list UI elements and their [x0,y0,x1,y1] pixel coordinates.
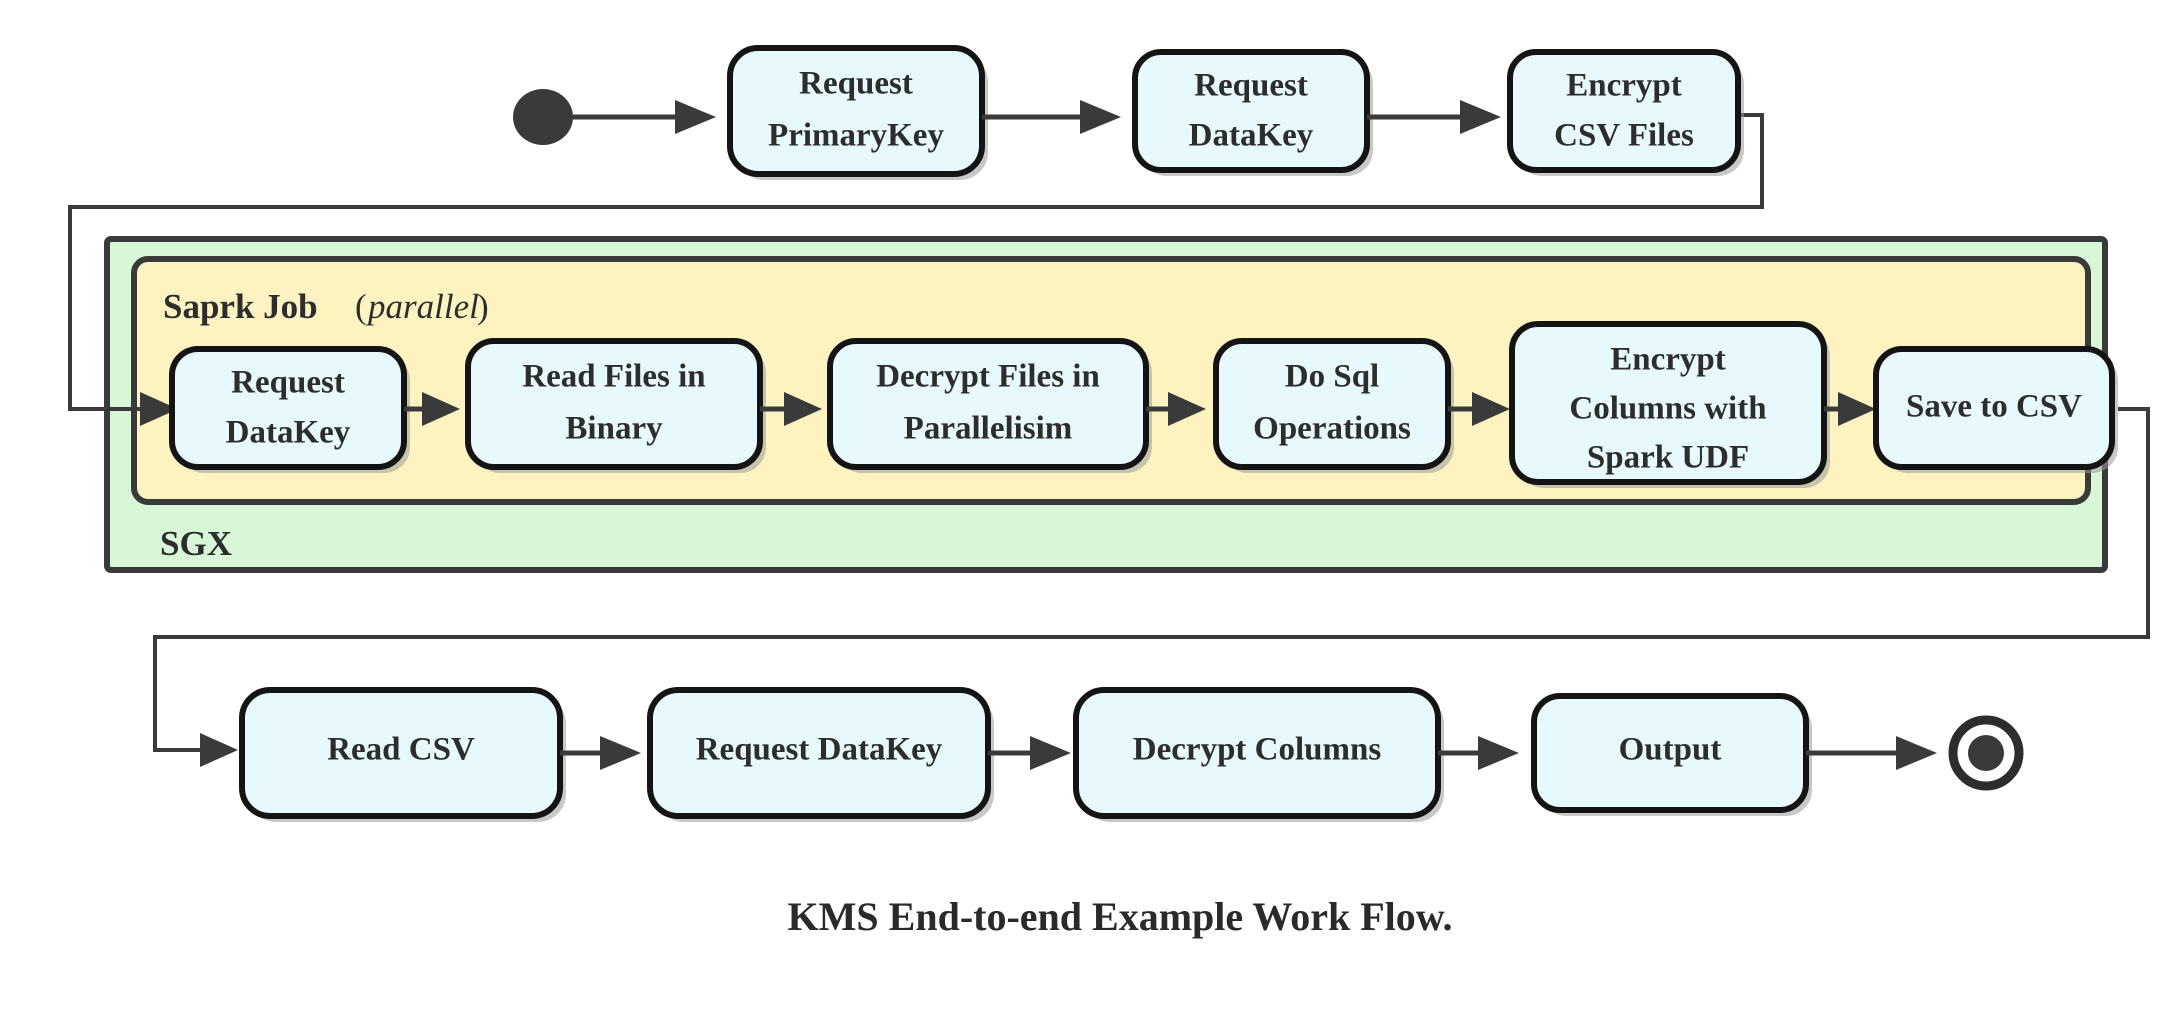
node-encrypt-columns-with-spark-udf[interactable]: Encrypt Columns with Spark UDF [1509,321,1830,488]
node-label-line1: Decrypt Columns [1133,732,1382,768]
edge-decryptcolumns-to-output [1438,736,1519,770]
node-box [1507,49,1741,173]
node-label-line1: Encrypt [1566,68,1682,104]
node-label-line2: Operations [1253,411,1411,447]
edge-readcsv-to-requestdatakey [560,736,641,770]
edge-sparkdatakey-to-readfiles [404,392,460,426]
diagram-caption: KMS End-to-end Example Work Flow. [788,894,1453,939]
end-core-icon [1968,735,2004,771]
node-label-line1: Request DataKey [696,732,943,768]
svg-text:): ) [477,287,489,326]
arrowhead-icon [422,392,460,426]
start-node [513,89,573,145]
node-decrypt-columns[interactable]: Decrypt Columns [1073,687,1444,822]
node-read-csv[interactable]: Read CSV [239,687,566,822]
arrowhead-icon [1478,736,1519,770]
edge-dosql-to-encryptcolumns [1448,392,1510,426]
node-label-line2: Columns with [1569,391,1766,427]
edge-output-to-end [1806,736,1937,770]
edge-decryptfiles-to-dosql [1146,392,1206,426]
node-label-line2: PrimaryKey [768,118,944,154]
node-label-line2: CSV Files [1554,118,1694,154]
svg-text:parallel: parallel [365,287,479,326]
node-label-line1: Read CSV [327,732,475,768]
end-node [1948,715,2024,791]
node-label-line2: Binary [565,411,663,447]
node-label-line1: Output [1619,732,1722,768]
spark-job-container-label: Saprk Job ( parallel ) [163,287,489,326]
node-label-line1: Read Files in [522,359,705,395]
node-label-line1: Request [799,66,913,102]
svg-text:(: ( [355,287,367,326]
arrowhead-icon [1080,100,1121,134]
node-box [1132,49,1370,173]
edge-primarykey-to-datakey [982,100,1121,134]
node-read-files-in-binary[interactable]: Read Files in Binary [465,338,766,473]
edge-requestdatakey-to-decryptcolumns [988,736,1071,770]
node-label-line1: Request [231,365,345,401]
arrowhead-icon [600,736,641,770]
node-box [727,45,985,177]
node-box [1509,321,1827,485]
node-label-line3: Spark UDF [1587,440,1749,476]
node-encrypt-csv-files[interactable]: Encrypt CSV Files [1507,49,1744,176]
start-circle-icon [513,89,573,145]
node-request-datakey-bottom[interactable]: Request DataKey [647,687,994,822]
arrowhead-icon [1460,100,1501,134]
node-request-primarykey[interactable]: Request PrimaryKey [727,45,988,180]
arrowhead-icon [200,733,238,767]
arrowhead-icon [675,100,716,134]
node-do-sql-operations[interactable]: Do Sql Operations [1213,338,1454,473]
node-label-line1: Encrypt [1610,342,1726,378]
node-save-to-csv[interactable]: Save to CSV [1873,346,2118,473]
edge-readfiles-to-decryptfiles [760,392,822,426]
route-encrypt-to-spark [68,113,1764,426]
node-label-line2: Parallelisim [904,411,1073,447]
arrowhead-icon [1896,736,1937,770]
arrowhead-icon [1838,392,1876,426]
node-label-line2: DataKey [226,415,351,451]
node-label-line2: DataKey [1189,118,1314,154]
node-box [465,338,763,470]
node-label-line1: Save to CSV [1906,389,2082,425]
edge-datakey-to-encryptcsv [1367,100,1501,134]
node-decrypt-files-in-parallelisim[interactable]: Decrypt Files in Parallelisim [827,338,1152,473]
svg-text:Saprk Job: Saprk Job [163,287,318,326]
node-request-datakey-top[interactable]: Request DataKey [1132,49,1373,176]
node-label-line1: Do Sql [1285,359,1379,395]
arrowhead-icon [784,392,822,426]
node-output[interactable]: Output [1531,693,1812,816]
sgx-container-label: SGX [160,524,232,563]
node-box [1873,346,2115,470]
node-label-line1: Request [1194,68,1308,104]
route-savecsv-to-readcsv [153,407,2150,767]
end-ring-icon [1948,715,2024,791]
edge-start-to-request-primarykey [573,100,716,134]
node-request-datakey-spark[interactable]: Request DataKey [169,346,410,473]
node-box [827,338,1149,470]
arrowhead-icon [140,392,178,426]
arrowhead-icon [1030,736,1071,770]
node-box [1213,338,1451,470]
arrowhead-icon [1168,392,1206,426]
arrowhead-icon [1472,392,1510,426]
edge-encryptcolumns-to-savecsv [1824,392,1876,426]
node-label-line1: Decrypt Files in [876,359,1100,395]
